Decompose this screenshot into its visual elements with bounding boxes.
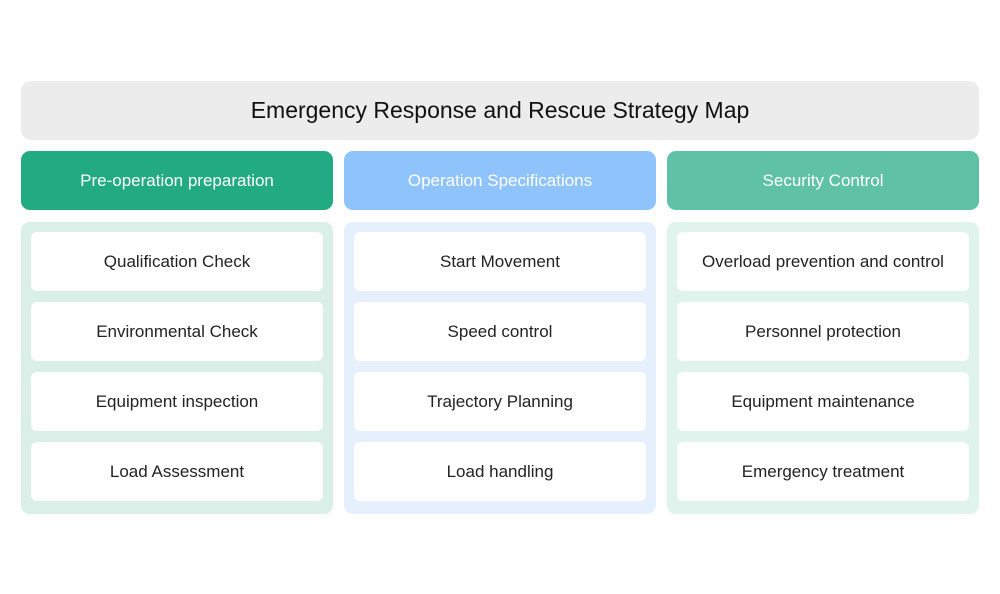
column-header-label: Operation Specifications (407, 170, 593, 190)
item-card: Equipment maintenance (677, 372, 969, 431)
item-card: Equipment inspection (31, 372, 323, 431)
item-label: Load Assessment (109, 461, 245, 481)
item-card: Start Movement (354, 232, 646, 291)
column-body: Qualification Check Environmental Check … (21, 222, 333, 514)
column-body: Overload prevention and control Personne… (667, 222, 979, 514)
item-label: Equipment maintenance (731, 391, 915, 411)
item-card: Personnel protection (677, 302, 969, 361)
column-header-label: Security Control (762, 170, 884, 190)
item-label: Trajectory Planning (427, 391, 573, 411)
column-header: Operation Specifications (344, 151, 656, 210)
item-card: Trajectory Planning (354, 372, 646, 431)
item-label: Speed control (447, 321, 553, 341)
item-label: Qualification Check (103, 251, 251, 271)
column-header: Security Control (667, 151, 979, 210)
item-label: Environmental Check (96, 321, 258, 341)
column-security-control: Security Control Overload prevention and… (667, 151, 979, 514)
item-card: Emergency treatment (677, 442, 969, 501)
diagram-title: Emergency Response and Rescue Strategy M… (250, 97, 750, 123)
item-card: Qualification Check (31, 232, 323, 291)
item-label: Start Movement (440, 251, 560, 271)
column-operation-specifications: Operation Specifications Start Movement … (344, 151, 656, 514)
column-body: Start Movement Speed control Trajectory … (344, 222, 656, 514)
item-label: Personnel protection (745, 321, 901, 341)
item-card: Environmental Check (31, 302, 323, 361)
title-bar: Emergency Response and Rescue Strategy M… (21, 81, 979, 140)
item-label: Overload prevention and control (702, 251, 944, 271)
column-header: Pre-operation preparation (21, 151, 333, 210)
item-card: Speed control (354, 302, 646, 361)
column-pre-operation: Pre-operation preparation Qualification … (21, 151, 333, 514)
item-card: Load Assessment (31, 442, 323, 501)
item-card: Overload prevention and control (677, 232, 969, 291)
item-card: Load handling (354, 442, 646, 501)
column-header-label: Pre-operation preparation (80, 170, 274, 190)
item-label: Equipment inspection (95, 391, 259, 411)
item-label: Load handling (446, 461, 554, 481)
item-label: Emergency treatment (741, 461, 905, 481)
